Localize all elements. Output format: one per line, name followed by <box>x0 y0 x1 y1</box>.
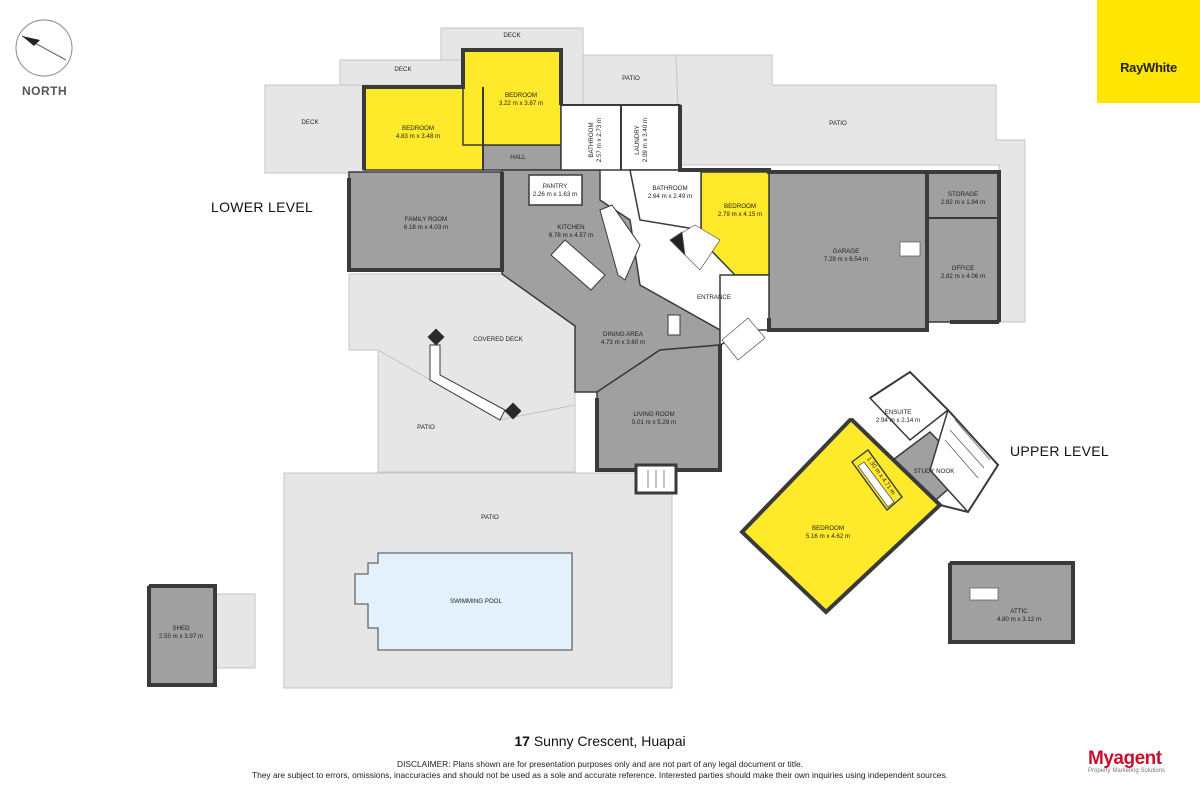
patio-right-label: PATIO <box>829 120 847 127</box>
dining-area-dims: 4.73 m x 3.60 m <box>601 339 645 346</box>
bedroom-upper-name: BEDROOM <box>812 525 844 532</box>
lower-level-label: LOWER LEVEL <box>211 199 314 215</box>
ensuite-name: ENSUITE <box>885 409 912 416</box>
bedroom-2-name: BEDROOM <box>505 92 537 99</box>
shed-dims: 2.55 m x 3.97 m <box>159 633 203 640</box>
shed-name: SHED <box>172 625 190 632</box>
family-room-name: FAMILY ROOM <box>405 216 447 223</box>
bathroom-2-name: BATHROOM <box>652 185 687 192</box>
laundry-name: LAUNDRY <box>634 125 641 154</box>
bedroom-3-floor <box>700 171 770 276</box>
myagent-logo: Myagent Property Marketing Solutions <box>1088 748 1165 774</box>
raywhite-logo: RayWhite <box>1097 0 1200 103</box>
bathroom-2-floor <box>629 169 702 231</box>
deck-post-2 <box>504 402 522 420</box>
bathroom-1-dims: 2.57 m x 2.73 m <box>596 118 603 162</box>
patio-top-label: PATIO <box>622 75 640 82</box>
bedroom-3-name: BEDROOM <box>724 203 756 210</box>
hall-label: HALL <box>510 154 526 161</box>
rooms-grey <box>148 144 1074 686</box>
upper-level-label: UPPER LEVEL <box>1010 443 1110 459</box>
study-nook-name: STUDY NOOK <box>914 468 956 475</box>
pantry-floor <box>528 174 583 206</box>
bedroom-1-name: BEDROOM <box>402 125 434 132</box>
disclaimer-line-1: DISCLAIMER: Plans shown are for presenta… <box>397 759 803 769</box>
bedroom-3-dims: 2.79 m x 4.15 m <box>718 211 762 218</box>
family-room-dims: 6.18 m x 4.03 m <box>404 224 448 231</box>
stairs-entrance <box>721 317 766 361</box>
attic-floor <box>949 562 1074 643</box>
bedroom-2-dims: 3.22 m x 3.87 m <box>499 100 543 107</box>
bedroom-1-dims: 4.83 m x 3.48 m <box>396 133 440 140</box>
entrance-floor <box>719 274 770 347</box>
address-street: Sunny Crescent, Huapai <box>533 733 686 749</box>
patio-bottom-label: PATIO <box>481 514 499 521</box>
kitchen-name: KITCHEN <box>557 224 584 231</box>
living-room-name: LIVING ROOM <box>633 411 674 418</box>
pantry-dims: 2.26 m x 1.63 m <box>533 191 577 198</box>
office-name: OFFICE <box>952 265 975 272</box>
address-number: 17 <box>514 733 530 749</box>
dining-area-name: DINING AREA <box>603 331 644 338</box>
stairs-garage <box>899 241 921 257</box>
office-dims: 2.82 m x 4.06 m <box>941 273 985 280</box>
stairs <box>634 224 999 601</box>
kitchen-dims: 6.78 m x 4.57 m <box>549 232 593 239</box>
living-room-dims: 5.01 m x 5.29 m <box>632 419 676 426</box>
stairs-down-black <box>669 231 686 256</box>
kitchen-fixtures <box>550 204 681 336</box>
compass-label: NORTH <box>22 84 68 98</box>
myagent-tagline: Property Marketing Solutions <box>1088 768 1166 774</box>
laundry-floor <box>620 104 681 171</box>
walls <box>147 48 1075 687</box>
kitchen-island <box>550 239 606 291</box>
dining-pillar <box>667 314 681 336</box>
swimming-pool-label: SWIMMING POOL <box>450 598 502 605</box>
room-labels: DECK DECK DECK PATIO PATIO HALL ENTRANCE… <box>159 32 1041 640</box>
shed-side-area <box>214 593 256 669</box>
disclaimer-line-2: They are subject to errors, omissions, i… <box>252 770 948 780</box>
walls-thin <box>482 87 1000 514</box>
compass-needle-icon <box>22 36 40 46</box>
kitchen-counter <box>599 204 641 281</box>
storage-name: STORAGE <box>948 191 978 198</box>
attic-dims: 4.80 m x 3.12 m <box>997 616 1041 623</box>
bathroom-1-name: BATHROOM <box>588 122 595 157</box>
deck-top-label: DECK <box>503 32 521 39</box>
ensuite-floor <box>868 371 950 442</box>
patio-left-label: PATIO <box>417 424 435 431</box>
laundry-dims: 2.09 m x 3.40 m <box>642 118 649 162</box>
myagent-logo-text: Myagent <box>1088 748 1162 769</box>
covered-deck-seating <box>429 344 506 421</box>
deck-post-1 <box>427 328 445 346</box>
storage-dims: 2.82 m x 1.94 m <box>941 199 985 206</box>
bathroom-2-dims: 2.64 m x 2.49 m <box>648 193 692 200</box>
attic-name: ATTIC <box>1010 608 1028 615</box>
garage-dims: 7.29 m x 6.54 m <box>824 256 868 263</box>
garage-name: GARAGE <box>833 248 859 255</box>
deck-left-area <box>264 84 365 174</box>
closet-rail <box>857 461 895 508</box>
stairs-attic <box>969 587 999 601</box>
disclaimer: DISCLAIMER: Plans shown are for presenta… <box>0 759 1200 781</box>
entrance-label: ENTRANCE <box>697 294 731 301</box>
ensuite-dims: 2.94 m x 2.14 m <box>876 417 920 424</box>
bedroom-upper-dims: 5.16 m x 4.62 m <box>806 533 850 540</box>
raywhite-logo-text: RayWhite <box>1120 60 1177 75</box>
deck-mid-label: DECK <box>394 66 412 73</box>
patio-right-area <box>675 54 1026 323</box>
compass <box>15 19 73 77</box>
pantry-name: PANTRY <box>543 183 568 190</box>
swimming-pool <box>354 552 573 651</box>
property-address: 17 Sunny Crescent, Huapai <box>0 733 1200 749</box>
covered-deck-label: COVERED DECK <box>473 336 523 343</box>
deck-left-label: DECK <box>301 119 319 126</box>
